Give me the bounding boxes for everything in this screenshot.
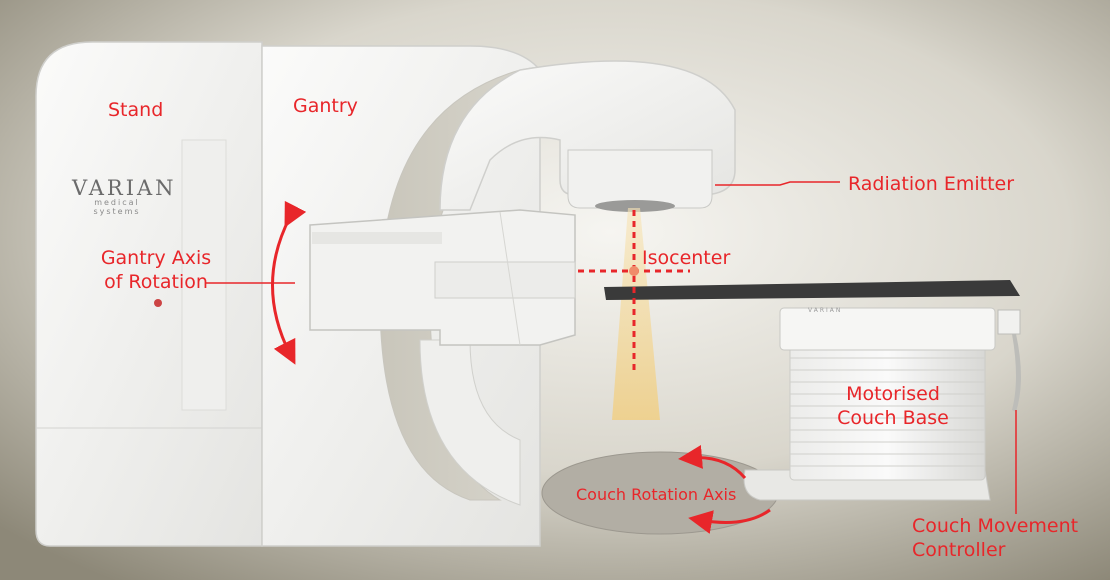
label-couch-controller-line1: Couch Movement: [912, 515, 1079, 537]
label-isocenter: Isocenter: [642, 247, 731, 269]
label-motorised-couch-base: Motorised Couch Base: [828, 382, 958, 430]
varian-logo: VARIAN medical systems: [72, 176, 177, 216]
gantry-rotation-arrow: [271, 200, 307, 365]
label-radiation-emitter: Radiation Emitter: [848, 173, 1015, 195]
label-couch-movement-controller: Couch Movement Controller: [912, 514, 1078, 562]
couch-rotation-arrow-bottom: [688, 508, 771, 534]
label-gantry-axis-line1: Gantry Axis: [100, 247, 212, 269]
label-gantry-axis: Gantry Axis of Rotation: [100, 246, 212, 294]
label-motorised-couch-line2: Couch Base: [837, 407, 949, 429]
label-stand: Stand: [108, 99, 164, 121]
label-couch-rotation-axis: Couch Rotation Axis: [576, 485, 737, 504]
brand-name: VARIAN: [72, 176, 177, 200]
couch-brand: VARIAN: [808, 307, 843, 314]
label-couch-controller-line2: Controller: [912, 539, 1006, 561]
couch-rotation-arrow-top: [678, 445, 747, 480]
label-motorised-couch-line1: Motorised: [846, 383, 940, 405]
isocenter-point: [629, 266, 639, 276]
label-gantry: Gantry: [293, 95, 358, 117]
stand-cabinet: [35, 41, 263, 547]
brand-tagline: medical systems: [93, 198, 141, 216]
couch-top: [604, 280, 1020, 300]
couch-controller: [997, 309, 1021, 412]
radiation-beam: [612, 208, 660, 420]
imaging-arm: [309, 209, 576, 346]
label-gantry-axis-line2: of Rotation: [104, 271, 208, 293]
couch-base: [743, 307, 996, 501]
